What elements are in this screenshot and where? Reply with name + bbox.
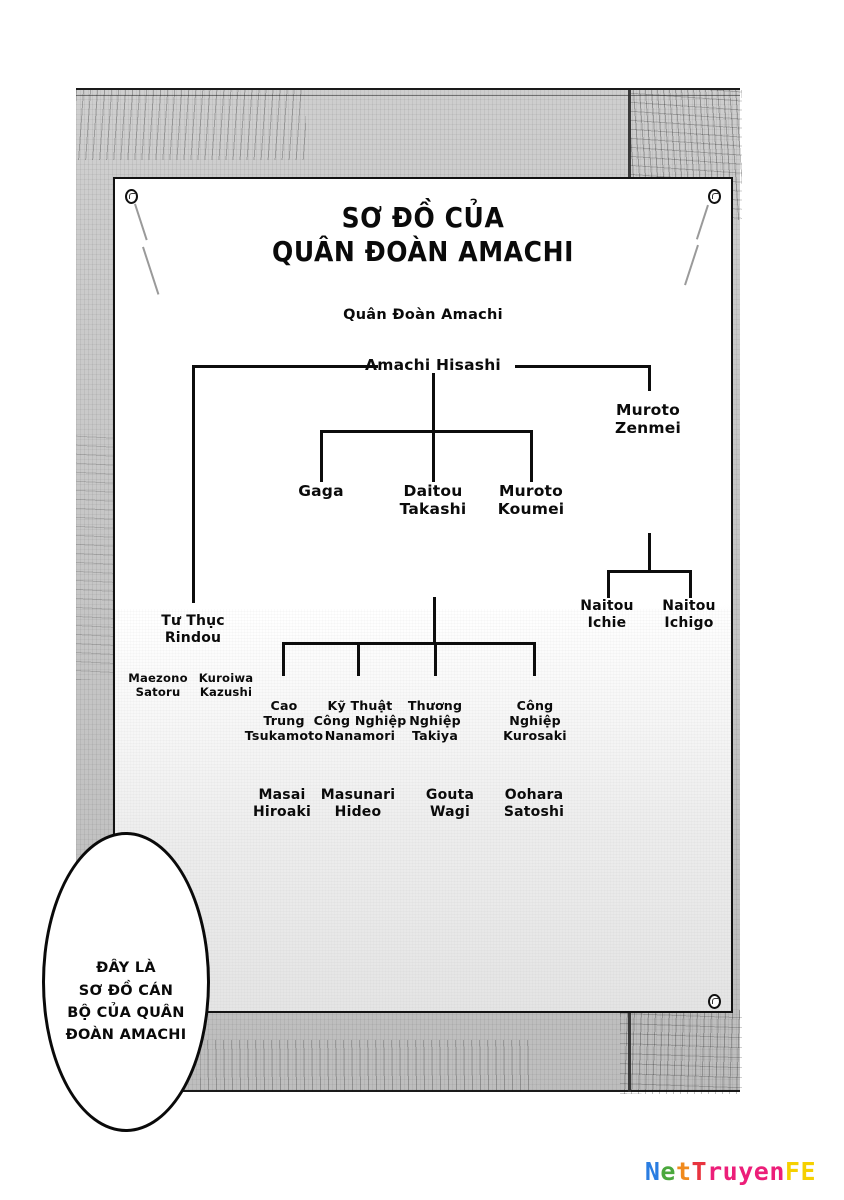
connector-drop-dept4 [533, 642, 536, 676]
watermark-letter: n [769, 1157, 785, 1186]
connector-drop-dept2 [357, 642, 360, 676]
node-maezono-satoru: Maezono Satoru [128, 671, 188, 699]
connector-drop-naitou-ichigo [689, 570, 692, 598]
node-amachi-hisashi: Amachi Hisashi [365, 356, 501, 374]
chart-subtitle: Quân Đoàn Amachi [343, 307, 503, 323]
connector-drop-gaga [320, 430, 323, 482]
chart-title-line1: SƠ ĐỒ CỦA [341, 201, 505, 234]
connector-root-left-horizontal [192, 365, 378, 368]
watermark-letter: y [738, 1157, 754, 1186]
pin-top-left-icon [125, 189, 138, 204]
watermark-letter: r [707, 1157, 723, 1186]
node-muroto-zenmei: Muroto Zenmei [615, 401, 681, 438]
chart-board: SƠ ĐỒ CỦA QUÂN ĐOÀN AMACHI Quân Đoàn Ama… [113, 177, 733, 1013]
connector-right-vertical [648, 365, 651, 391]
connector-tier2-bus [320, 430, 533, 433]
pin-top-right-icon [708, 189, 721, 204]
connector-naitou-bus [607, 570, 692, 573]
pin-bottom-right-icon [708, 994, 721, 1009]
connector-drop-dept3 [434, 642, 437, 676]
connector-departments-bus [282, 642, 536, 645]
node-naitou-ichie: Naitou Ichie [580, 598, 634, 631]
watermark-letter: e [660, 1157, 676, 1186]
node-muroto-koumei: Muroto Koumei [497, 482, 565, 519]
node-daitou-takashi: Daitou Takashi [399, 482, 467, 519]
speech-bubble: ĐÂY LÀ SƠ ĐỒ CÁN BỘ CỦA QUÂN ĐOÀN AMACHI [42, 832, 210, 1132]
chart-title-line2: QUÂN ĐOÀN AMACHI [271, 235, 574, 268]
watermark-letter: T [691, 1157, 708, 1186]
node-masai-hiroaki: Masai Hiroaki [253, 787, 311, 820]
connector-drop-muroto-koumei [530, 430, 533, 482]
node-naitou-ichigo: Naitou Ichigo [662, 598, 716, 631]
connector-left-vertical [192, 365, 195, 603]
node-dept-thuong-nghiep: Thương Nghiệp Takiya [407, 698, 463, 743]
node-oohara-satoshi: Oohara Satoshi [503, 787, 565, 820]
node-kuroiwa-kazushi: Kuroiwa Kazushi [198, 671, 254, 699]
node-dept-cao-trung: Cao Trung Tsukamoto [244, 698, 324, 743]
watermark-letter: E [800, 1157, 816, 1186]
watermark-letter: e [753, 1157, 770, 1186]
watermark-letter: t [675, 1157, 692, 1186]
node-gouta-wagi: Gouta Wagi [425, 787, 475, 820]
speech-bubble-text: ĐÂY LÀ SƠ ĐỒ CÁN BỘ CỦA QUÂN ĐOÀN AMACHI [65, 960, 187, 1044]
frame-top-line [76, 95, 740, 96]
nettruyenfe-watermark: NetTruyenFE [645, 1157, 816, 1186]
connector-zenmei-vertical [648, 533, 651, 573]
connector-root-right-horizontal [515, 365, 651, 368]
frame-seam-bottom [628, 1008, 631, 1092]
node-dept-cong-nghiep: Công Nghiệp Kurosaki [503, 698, 567, 743]
frame-seam-top [628, 90, 631, 182]
watermark-letter: F [784, 1157, 801, 1186]
watermark-letter: N [644, 1157, 661, 1186]
node-dept-ky-thuat: Kỹ Thuật Công Nghiệp Nanamori [313, 698, 407, 743]
node-gaga: Gaga [298, 482, 344, 500]
connector-root-center-vertical [432, 373, 435, 433]
connector-drop-dept1 [282, 642, 285, 676]
connector-departments-vertical [433, 597, 436, 645]
connector-drop-naitou-ichie [607, 570, 610, 598]
connector-drop-daitou [432, 430, 435, 482]
node-masunari-hideo: Masunari Hideo [320, 787, 396, 820]
node-tu-thuc-rindou: Tư Thục Rindou [161, 613, 225, 646]
watermark-letter: u [722, 1157, 739, 1186]
